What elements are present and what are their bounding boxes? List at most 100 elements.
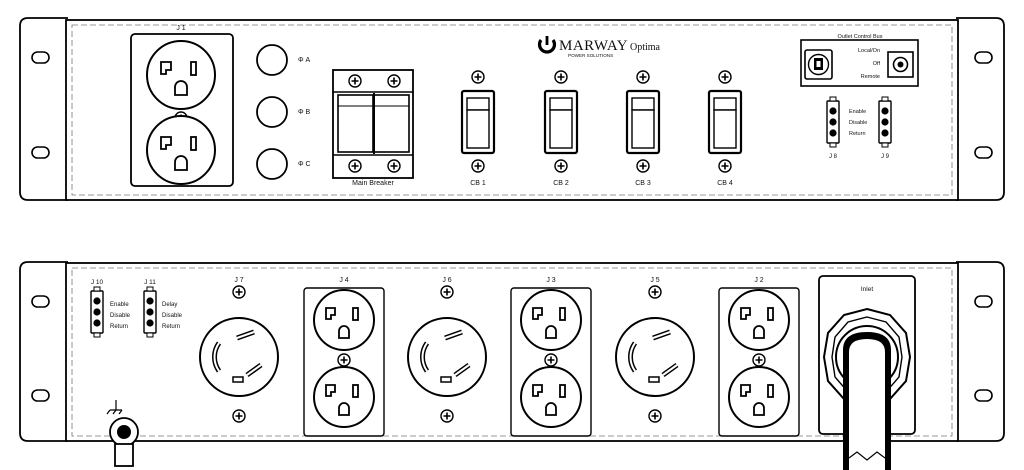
screw-icon bbox=[636, 159, 650, 173]
control-bus-panel bbox=[800, 39, 919, 87]
rear-left-mount-slot-bottom bbox=[31, 389, 50, 402]
power-logo-icon bbox=[537, 36, 557, 54]
screw-icon bbox=[440, 285, 454, 299]
phase-c-label: Φ C bbox=[298, 161, 311, 168]
terminal-label-enable: Enable bbox=[849, 109, 866, 115]
j11-line-delay: Delay bbox=[162, 302, 177, 308]
j1-upper-outlet-icon[interactable] bbox=[146, 40, 216, 110]
screw-icon bbox=[232, 409, 246, 423]
terminal-label-disable: Disable bbox=[849, 120, 867, 126]
j8-label: J 8 bbox=[829, 154, 838, 160]
screw-icon bbox=[554, 70, 568, 84]
front-left-mount-slot-bottom bbox=[31, 146, 50, 159]
j8-terminal-block-icon[interactable] bbox=[826, 96, 840, 148]
screw-icon bbox=[636, 70, 650, 84]
main-breaker-label: Main Breaker bbox=[352, 180, 394, 187]
phase-b-label: Φ B bbox=[298, 109, 311, 116]
j2-label: J 2 bbox=[754, 277, 763, 284]
switch-position-remote: Remote bbox=[861, 74, 880, 80]
rocker-switch-icon[interactable] bbox=[707, 89, 743, 155]
j9-label: J 9 bbox=[881, 154, 890, 160]
screw-icon bbox=[471, 159, 485, 173]
j11-label: J 11 bbox=[144, 279, 156, 286]
j1-lower-outlet-icon[interactable] bbox=[146, 115, 216, 185]
j10-label: J 10 bbox=[91, 279, 104, 286]
logo-tagline: POWER SOLUTIONS bbox=[568, 53, 613, 58]
main-breaker[interactable] bbox=[332, 69, 414, 179]
rear-left-rack-ear bbox=[19, 261, 68, 442]
cb2-label: CB 2 bbox=[553, 180, 569, 187]
screw-icon bbox=[718, 70, 732, 84]
control-bus-knob[interactable] bbox=[887, 51, 914, 78]
j6-label: J 6 bbox=[442, 277, 451, 284]
j2-lower-outlet-icon[interactable] bbox=[728, 366, 790, 428]
j11-line-return: Return bbox=[162, 324, 180, 330]
screw-icon bbox=[348, 74, 362, 88]
front-left-mount-slot-top bbox=[31, 51, 50, 64]
screw-icon bbox=[752, 353, 766, 367]
j10-line-return: Return bbox=[110, 324, 128, 330]
rear-panel: J 10 Enable Disable Return J 11 Delay Di… bbox=[19, 261, 1005, 470]
j3-upper-outlet-icon[interactable] bbox=[520, 289, 582, 351]
ground-lug[interactable] bbox=[109, 417, 139, 467]
front-left-rack-ear bbox=[19, 17, 68, 201]
screw-icon bbox=[232, 285, 246, 299]
screw-icon bbox=[554, 159, 568, 173]
front-panel: J 1 Φ A Φ B Φ C Main Breaker bbox=[19, 17, 1005, 201]
j4-upper-outlet-icon[interactable] bbox=[313, 289, 375, 351]
rocker-switch-icon[interactable] bbox=[460, 89, 496, 155]
j5-label: J 5 bbox=[650, 277, 659, 284]
front-right-mount-slot-top bbox=[974, 51, 993, 64]
switch-position-local-on: Local/On bbox=[858, 48, 880, 54]
inlet-power-cord bbox=[843, 332, 891, 470]
screw-icon bbox=[387, 74, 401, 88]
screw-icon bbox=[387, 159, 401, 173]
j10-line-disable: Disable bbox=[110, 313, 131, 319]
phase-a-indicator bbox=[256, 44, 288, 76]
j3-lower-outlet-icon[interactable] bbox=[520, 366, 582, 428]
rear-right-mount-slot-bottom bbox=[974, 389, 993, 402]
terminal-label-return: Return bbox=[849, 131, 866, 137]
j9-terminal-block-icon[interactable] bbox=[878, 96, 892, 148]
j11-terminal-block-icon[interactable] bbox=[143, 286, 157, 338]
screw-icon bbox=[544, 353, 558, 367]
logo-product: Optima bbox=[630, 42, 661, 53]
screw-icon bbox=[440, 409, 454, 423]
cb3-label: CB 3 bbox=[635, 180, 651, 187]
switch-position-off: Off bbox=[873, 61, 881, 67]
rocker-switch-icon[interactable] bbox=[543, 89, 579, 155]
j4-lower-outlet-icon[interactable] bbox=[313, 366, 375, 428]
screw-icon bbox=[648, 285, 662, 299]
j5-twist-lock-icon[interactable] bbox=[616, 318, 694, 396]
front-right-rack-ear bbox=[956, 17, 1005, 201]
logo-brand: MARWAY bbox=[559, 38, 628, 54]
j2-upper-outlet-icon[interactable] bbox=[728, 289, 790, 351]
rear-right-rack-ear bbox=[956, 261, 1005, 442]
j1-label: J 1 bbox=[176, 25, 185, 32]
j7-label: J 7 bbox=[234, 277, 243, 284]
front-faceplate-inner-edge bbox=[71, 24, 953, 196]
j3-label: J 3 bbox=[546, 277, 555, 284]
j10-line-enable: Enable bbox=[110, 302, 129, 308]
phase-c-indicator bbox=[256, 148, 288, 180]
j4-label: J 4 bbox=[339, 277, 348, 284]
j6-twist-lock-icon[interactable] bbox=[408, 318, 486, 396]
screw-icon bbox=[348, 159, 362, 173]
j7-twist-lock-icon[interactable] bbox=[200, 318, 278, 396]
screw-icon bbox=[718, 159, 732, 173]
inlet-label: Inlet bbox=[861, 286, 873, 293]
phase-b-indicator bbox=[256, 96, 288, 128]
j11-line-disable: Disable bbox=[162, 313, 183, 319]
rear-left-mount-slot-top bbox=[31, 295, 50, 308]
front-right-mount-slot-bottom bbox=[974, 146, 993, 159]
ground-icon bbox=[106, 400, 123, 415]
screw-icon bbox=[337, 353, 351, 367]
cb1-label: CB 1 bbox=[470, 180, 486, 187]
j10-terminal-block-icon[interactable] bbox=[90, 286, 104, 338]
key-switch-icon[interactable] bbox=[804, 49, 833, 80]
screw-icon bbox=[471, 70, 485, 84]
phase-a-label: Φ A bbox=[298, 57, 311, 64]
rocker-switch-icon[interactable] bbox=[625, 89, 661, 155]
cb4-label: CB 4 bbox=[717, 180, 733, 187]
